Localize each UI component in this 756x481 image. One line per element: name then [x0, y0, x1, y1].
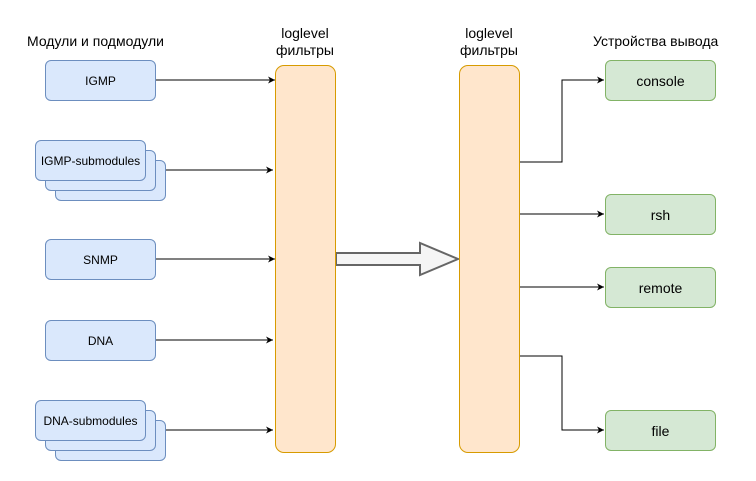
- module-dna-submodules[interactable]: DNA-submodules: [35, 400, 146, 441]
- module-snmp-label: SNMP: [83, 252, 118, 267]
- output-remote-label: remote: [638, 279, 683, 296]
- filter2-header: loglevel фильтры: [456, 25, 522, 59]
- connector-file: [519, 355, 604, 434]
- output-file-label: file: [651, 422, 670, 439]
- module-dna-label: DNA: [87, 333, 114, 348]
- outputs-header: Устройства вывода: [593, 33, 719, 49]
- big-arrow: [335, 241, 461, 277]
- module-dna-submodules-label: DNA-submodules: [43, 413, 138, 428]
- module-snmp[interactable]: SNMP: [45, 239, 156, 280]
- filter1-header-line2: фильтры: [276, 42, 334, 58]
- connector-console: [519, 76, 604, 163]
- filter2-header-line1: loglevel: [465, 25, 513, 41]
- loglevel-filter-output[interactable]: [459, 65, 520, 453]
- module-igmp-label: IGMP: [85, 73, 116, 88]
- output-console-label: console: [636, 72, 685, 89]
- module-igmp-submodules[interactable]: IGMP-submodules: [35, 140, 146, 181]
- module-igmp-submodules-label: IGMP-submodules: [40, 153, 141, 168]
- output-console[interactable]: console: [605, 60, 716, 101]
- output-rsh[interactable]: rsh: [605, 194, 716, 235]
- filter2-header-line2: фильтры: [460, 42, 518, 58]
- module-dna[interactable]: DNA: [45, 320, 156, 361]
- output-remote[interactable]: remote: [605, 267, 716, 308]
- output-file[interactable]: file: [605, 410, 716, 451]
- output-rsh-label: rsh: [650, 206, 671, 223]
- filter1-header: loglevel фильтры: [272, 25, 338, 59]
- module-igmp[interactable]: IGMP: [45, 60, 156, 101]
- filter1-header-line1: loglevel: [281, 25, 329, 41]
- modules-header: Модули и подмодули: [27, 33, 164, 49]
- loglevel-filter-input[interactable]: [275, 65, 336, 453]
